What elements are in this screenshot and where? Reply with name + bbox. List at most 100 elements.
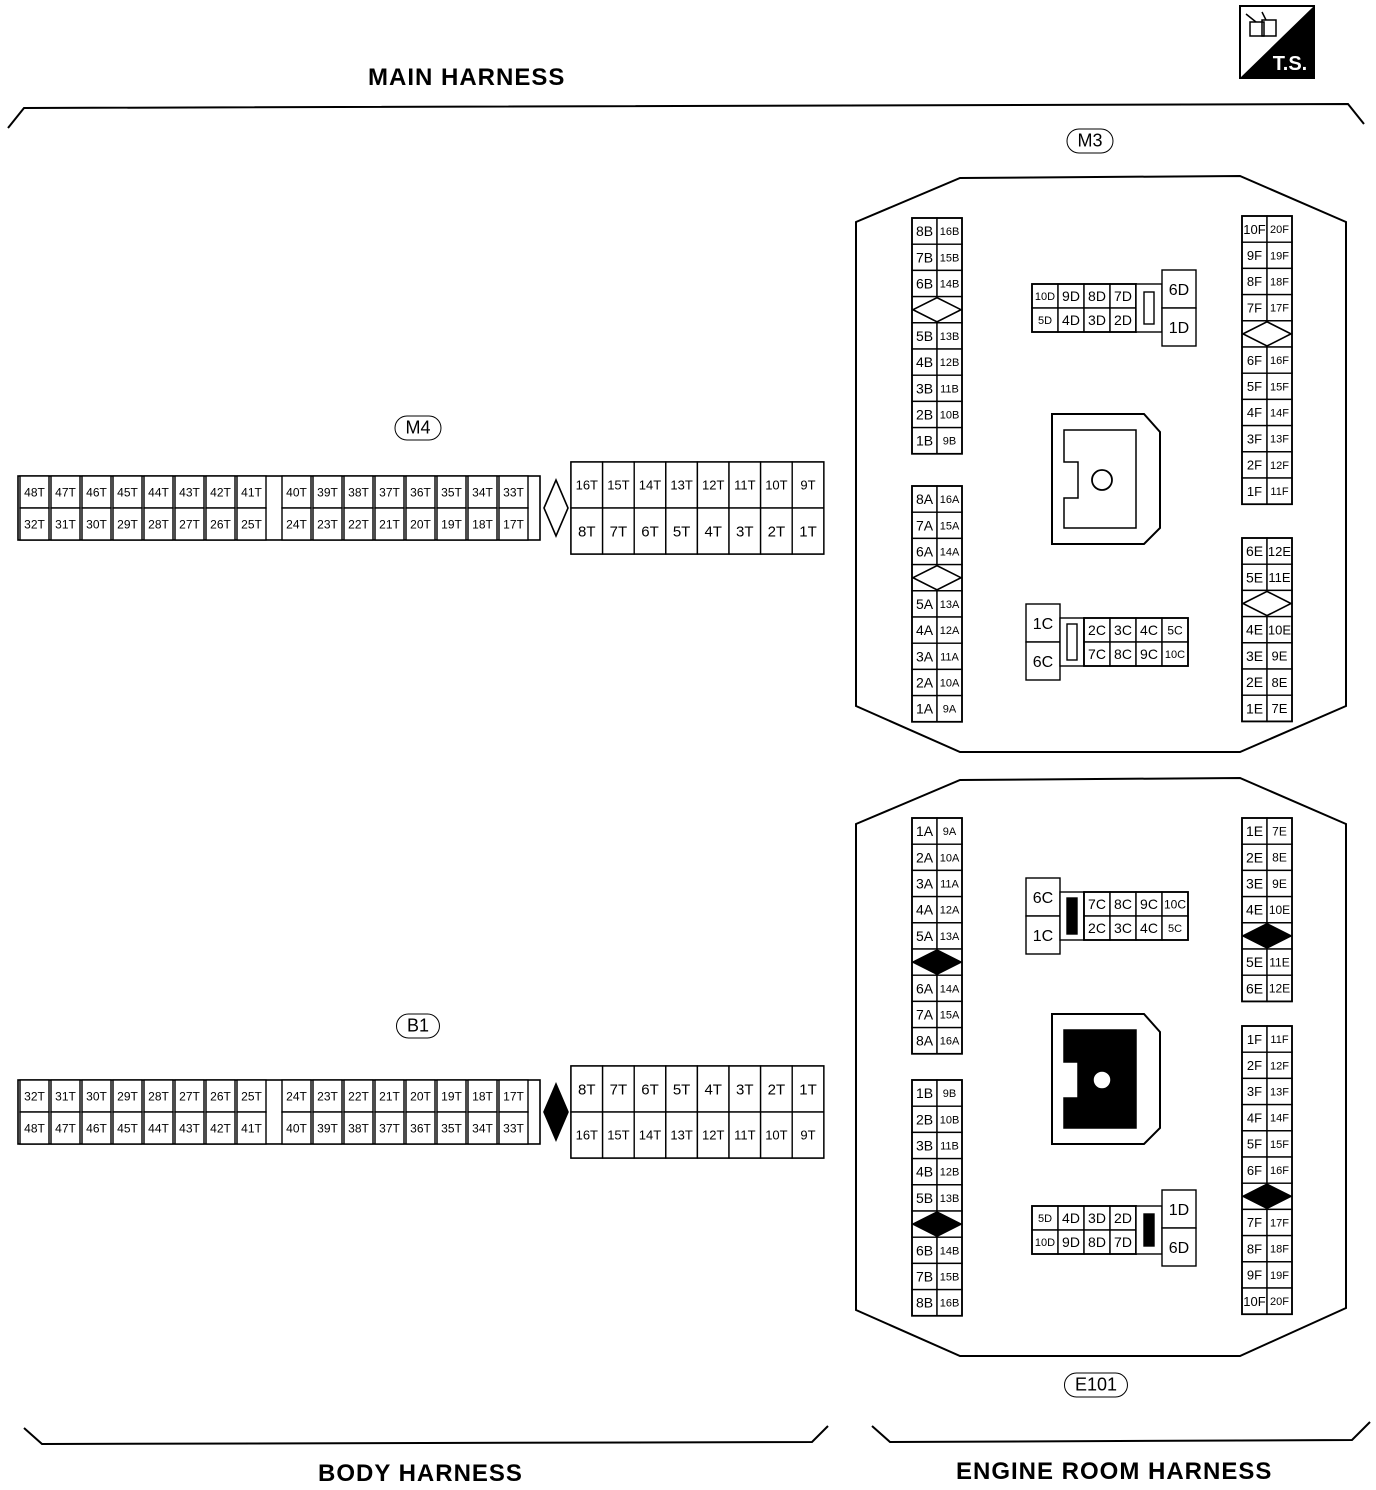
terminal-cell [50,1079,81,1113]
terminal-label: 21T [379,1089,400,1103]
terminal-label: 1T [799,1081,817,1098]
terminal-label: 6D [1169,1240,1189,1257]
terminal-cell [374,507,405,541]
terminal-label: 17T [503,1089,524,1103]
terminal-cell [911,590,938,618]
terminal-label: 45T [117,485,138,499]
terminal-label: 1T [799,523,817,540]
terminal-cell [911,426,938,455]
terminal-label: 4F [1247,405,1262,420]
terminal-label: 10A [940,677,960,689]
terminal-label: 16B [940,1298,960,1310]
terminal-label: 1C [1033,928,1053,945]
terminal-label: 8F [1247,274,1262,289]
terminal-label: 8T [578,523,596,540]
terminal-label: 9T [800,478,815,493]
terminal-label: 6E [1246,980,1263,996]
terminal-label: 13A [940,599,960,611]
terminal-label: 14A [940,546,960,558]
terminal-label: 8B [916,1295,933,1311]
terminal-cell [405,1079,436,1113]
e101-housing [855,776,1347,1357]
terminal-label: 22T [348,1089,369,1103]
terminal-cell [791,507,825,555]
terminal-label: 11B [940,1140,959,1152]
terminal-cell [1266,398,1293,427]
terminal-label: 4D [1062,1210,1080,1226]
terminal-label: 32T [24,517,45,531]
terminal-cell [759,1065,793,1113]
terminal-label: 5C [1168,923,1182,935]
m3-center-key-inner [1063,429,1137,529]
terminal-label: 3D [1088,1210,1106,1226]
terminal-cell [1161,307,1197,347]
terminal-label: 12T [702,478,724,493]
terminal-cell [1083,1205,1111,1231]
terminal-cell [498,475,529,509]
terminal-cell [1109,915,1137,941]
terminal-cell [174,507,205,541]
terminal-cell [312,507,343,541]
terminal-label: 2B [916,407,933,423]
b1-connector: 32T48T31T47T30T46T29T45T28T44T27T43T26T4… [17,1065,825,1159]
terminal-cell [791,1065,825,1113]
terminal-label: 5E [1246,569,1263,585]
terminal-label: 23T [317,1089,338,1103]
terminal-label: 8E [1272,851,1287,865]
terminal-label: 2C [1088,920,1106,936]
terminal-cell [436,475,467,509]
block-frame [1083,617,1189,667]
terminal-cell [791,1111,825,1159]
terminal-label: 6A [916,544,934,560]
terminal-label: 8D [1088,1234,1106,1250]
terminal-label: 8T [578,1081,596,1098]
terminal-label: 11A [940,651,959,663]
terminal-cell [281,1079,312,1113]
terminal-label: 46T [86,1121,107,1135]
slot-key [1066,897,1078,935]
terminal-label: 15A [940,1009,960,1021]
terminal-cell [312,475,343,509]
terminal-cell [205,1079,236,1113]
terminal-cell [143,1111,174,1145]
terminal-label: 37T [379,1121,400,1135]
terminal-label: 11F [1270,1034,1288,1046]
body-harness-title: BODY HARNESS [318,1460,523,1487]
terminal-label: 15F [1270,1139,1289,1151]
terminal-label: 13B [940,331,960,343]
terminal-label: 20T [410,517,431,531]
terminal-cell [205,475,236,509]
terminal-label: 3A [916,876,934,892]
terminal-label: 36T [410,1121,431,1135]
terminal-cell [1109,307,1137,333]
terminal-label: 8A [916,1033,934,1049]
terminal-label: 6B [916,1242,933,1258]
terminal-label: 12A [940,625,960,637]
key-diamond [1241,1183,1293,1210]
terminal-label: 6T [641,523,659,540]
terminal-cell [696,1065,730,1113]
terminal-label: 20F [1270,224,1289,236]
terminal-cell [936,694,963,723]
terminal-cell [405,1111,436,1145]
m4-connector: 48T32T47T31T46T30T45T29T44T28T43T27T42T2… [17,461,825,555]
terminal-label: 42T [210,485,231,499]
terminal-cell [498,507,529,541]
terminal-label: 10F [1243,1294,1265,1309]
terminal-label: 48T [24,1121,45,1135]
terminal-label: 29T [117,1089,138,1103]
terminal-label: 9B [943,436,956,448]
terminal-label: 34T [472,1121,493,1135]
terminal-cell [1266,869,1293,898]
terminal-cell [112,1111,143,1145]
terminal-label: 2F [1247,458,1262,473]
terminal-cell [1109,283,1137,309]
terminal-label: 19T [441,517,462,531]
terminal-cell [1241,451,1268,479]
terminal-label: 1E [1246,700,1263,716]
terminal-label: 2F [1247,1058,1262,1073]
terminal-label: 10E [1268,622,1291,637]
terminal-label: 10C [1164,897,1186,911]
terminal-label: 9F [1247,248,1262,263]
